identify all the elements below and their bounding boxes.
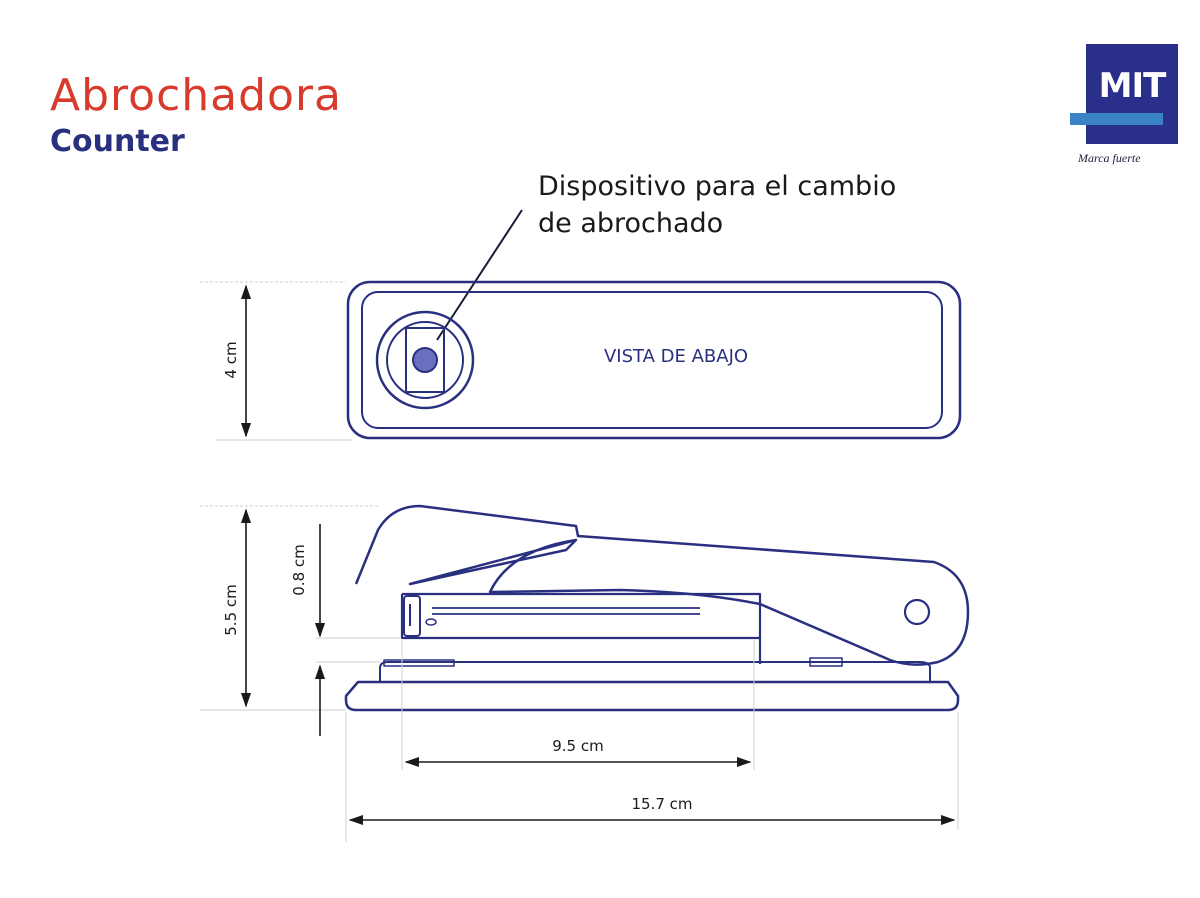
bottom-view-inner xyxy=(361,291,943,429)
magazine xyxy=(400,592,762,664)
callout-leader-line xyxy=(436,209,523,341)
switch-ring-outer xyxy=(375,310,475,410)
switch-button-icon xyxy=(412,347,438,373)
dim-label-5-5cm: 5.5 cm xyxy=(222,584,240,635)
hinge-pin xyxy=(903,598,931,626)
magazine-front xyxy=(403,595,421,637)
anvil-pad xyxy=(383,659,455,667)
switch-ring-inner xyxy=(386,321,464,399)
bottom-view xyxy=(346,280,962,440)
page-title: Abrochadora xyxy=(50,70,343,121)
dim-5-5cm xyxy=(200,505,380,711)
brand-logo: MIT Marca fuerte xyxy=(1070,40,1185,170)
dim-15-7cm xyxy=(345,712,959,842)
dim-0-8cm xyxy=(314,524,400,736)
base-top xyxy=(379,661,931,682)
logo-bar xyxy=(1070,113,1163,125)
dim-4cm xyxy=(200,281,352,441)
dim-label-0-8cm: 0.8 cm xyxy=(290,544,308,595)
logo-text: MIT xyxy=(1098,66,1167,106)
dim-label-9-5cm: 9.5 cm xyxy=(552,737,603,755)
stapler-arm xyxy=(354,504,970,666)
dim-label-4cm: 4 cm xyxy=(222,341,240,378)
callout-line-2: de abrochado xyxy=(538,208,724,239)
logo-tagline: Marca fuerte xyxy=(1078,151,1141,165)
bottom-view-label: VISTA DE ABAJO xyxy=(604,346,748,367)
page-subtitle: Counter xyxy=(50,124,185,159)
dim-label-15-7cm: 15.7 cm xyxy=(631,795,692,813)
callout-text: Dispositivo para el cambio de abrochado xyxy=(538,168,896,242)
base-stop xyxy=(809,657,843,667)
logo-box: MIT xyxy=(1086,44,1178,144)
callout-line-1: Dispositivo para el cambio xyxy=(538,171,897,202)
side-view xyxy=(344,504,970,712)
bottom-view-outer xyxy=(346,280,962,440)
dim-9-5cm xyxy=(401,640,755,770)
switch-slot xyxy=(405,327,445,393)
base-plate xyxy=(344,680,960,712)
